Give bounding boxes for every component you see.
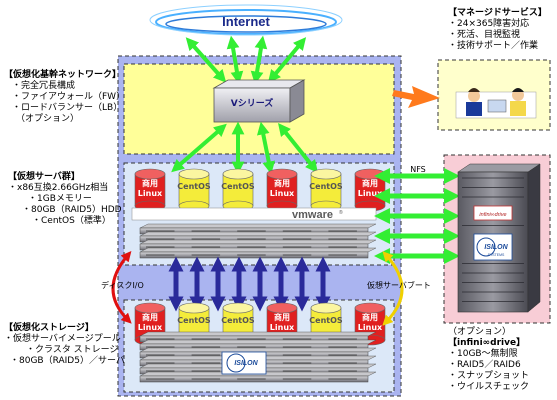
network-title: 【仮想化基幹ネットワーク】 bbox=[4, 70, 122, 80]
option-subtitle: 【infini∞drive】 bbox=[448, 338, 526, 348]
vmware-reg: ® bbox=[339, 209, 343, 216]
managed-item: ・死活、目視監視 bbox=[448, 30, 521, 40]
cylinder-label: Linux bbox=[138, 189, 163, 198]
operators-illustration bbox=[455, 88, 537, 119]
server-group-item: ・x86互換2.66GHz相当 bbox=[8, 183, 109, 193]
option-label: （オプション） 【infini∞drive】 ・10GB～無制限 ・RAID5／… bbox=[448, 327, 529, 393]
option-item: ・スナップショット bbox=[448, 371, 530, 381]
network-item: ・ファイアウォール（FW） bbox=[12, 92, 126, 102]
cylinder-label: 商用 bbox=[362, 312, 378, 322]
managed-title: 【マネージドサービス】 bbox=[448, 8, 547, 18]
centos-cylinder: CentOS bbox=[221, 168, 255, 212]
storage-item: ・80GB（RAID5）／サーバ bbox=[10, 356, 125, 366]
nfs-label: NFS bbox=[410, 165, 426, 174]
server-group-label: 【仮想サーバ群】 ・x86互換2.66GHz相当 ・1GBメモリー ・80GB（… bbox=[8, 172, 122, 227]
internet-cloud bbox=[149, 4, 343, 36]
vmware-logo: vmware bbox=[292, 209, 333, 221]
cylinder-label: 商用 bbox=[142, 312, 158, 322]
network-item: ・ロードバランサー（LB） bbox=[12, 103, 123, 113]
server-rack-stack bbox=[139, 223, 377, 259]
option-item: ・RAID5／RAID6 bbox=[448, 360, 521, 370]
managed-item: ・24×365障害対応 bbox=[448, 19, 530, 29]
network-label: 【仮想化基幹ネットワーク】 ・完全冗長構成 ・ファイアウォール（FW） ・ロード… bbox=[4, 70, 125, 125]
cylinder-label: 商用 bbox=[142, 178, 158, 188]
network-item: （オプション） bbox=[16, 114, 80, 124]
disk-io-arrow bbox=[111, 251, 132, 324]
infinidrive-label: infini∞drive bbox=[479, 212, 506, 218]
storage-item: ・仮想サーバイメージプール bbox=[4, 334, 121, 344]
storage-label: 【仮想化ストレージ】 ・仮想サーバイメージプール ・クラスタ ストレージ ・80… bbox=[4, 323, 125, 367]
option-item: ・ウイルスチェック bbox=[448, 382, 530, 392]
server-unit bbox=[139, 231, 377, 243]
server-group-item: ・1GBメモリー bbox=[28, 194, 92, 204]
server-group-item: ・80GB（RAID5）HDD bbox=[22, 205, 122, 215]
server-group-title: 【仮想サーバ群】 bbox=[8, 172, 80, 182]
disk-io-label: ディスクI/O bbox=[101, 280, 144, 290]
cylinder-label: 商用 bbox=[362, 178, 378, 188]
infinidrive-logo bbox=[473, 205, 513, 221]
storage-title: 【仮想化ストレージ】 bbox=[4, 323, 94, 333]
internet-router-arrows bbox=[185, 35, 307, 85]
isilon-sub-option: SYSTEMS bbox=[488, 253, 505, 257]
cylinder-label: Linux bbox=[270, 189, 295, 198]
vserver-boot-arrow bbox=[382, 251, 404, 326]
storage-item: ・クラスタ ストレージ bbox=[26, 345, 119, 355]
cylinder-label: CentOS bbox=[309, 316, 343, 325]
cylinder-label: Linux bbox=[358, 323, 383, 332]
isilon-logo-storage bbox=[221, 351, 267, 375]
cylinder-label: CentOS bbox=[221, 316, 255, 325]
router-box bbox=[212, 79, 306, 123]
option-item: ・10GB～無制限 bbox=[448, 349, 518, 359]
cylinder-label: Linux bbox=[358, 189, 383, 198]
isilon-label-option: ISILON bbox=[484, 244, 508, 251]
server-group-item: ・CentOS（標準） bbox=[32, 216, 111, 226]
cylinder-label: CentOS bbox=[177, 182, 211, 191]
cylinder-label: CentOS bbox=[221, 182, 255, 191]
cylinder-label: CentOS bbox=[177, 316, 211, 325]
router-server-arrows bbox=[171, 121, 318, 175]
internet-label: Internet bbox=[222, 14, 270, 29]
isilon-logo-option bbox=[473, 233, 513, 261]
centos-cylinder: CentOS bbox=[177, 168, 211, 212]
server-storage-arrows bbox=[168, 256, 331, 312]
network-item: ・完全冗長構成 bbox=[12, 81, 76, 91]
managed-arrow bbox=[392, 86, 440, 108]
cylinder-label: Linux bbox=[138, 323, 163, 332]
cylinder-label: Linux bbox=[270, 323, 295, 332]
managed-item: ・技術サポート／作業 bbox=[448, 41, 539, 51]
cylinder-label: 商用 bbox=[274, 312, 290, 322]
centos-cylinder: CentOS bbox=[309, 168, 343, 212]
managed-service-label: 【マネージドサービス】 ・24×365障害対応 ・死活、目視監視 ・技術サポート… bbox=[448, 8, 547, 52]
cylinder-label: CentOS bbox=[309, 182, 343, 191]
option-title: （オプション） bbox=[448, 327, 512, 337]
vserver-boot-label: 仮想サーバブート bbox=[367, 280, 431, 290]
server-unit bbox=[139, 247, 377, 259]
isilon-label-storage: ISILON bbox=[234, 360, 258, 367]
nfs-arrows bbox=[373, 167, 461, 265]
router-label: Vシリーズ bbox=[231, 97, 274, 109]
cylinder-label: 商用 bbox=[274, 178, 290, 188]
